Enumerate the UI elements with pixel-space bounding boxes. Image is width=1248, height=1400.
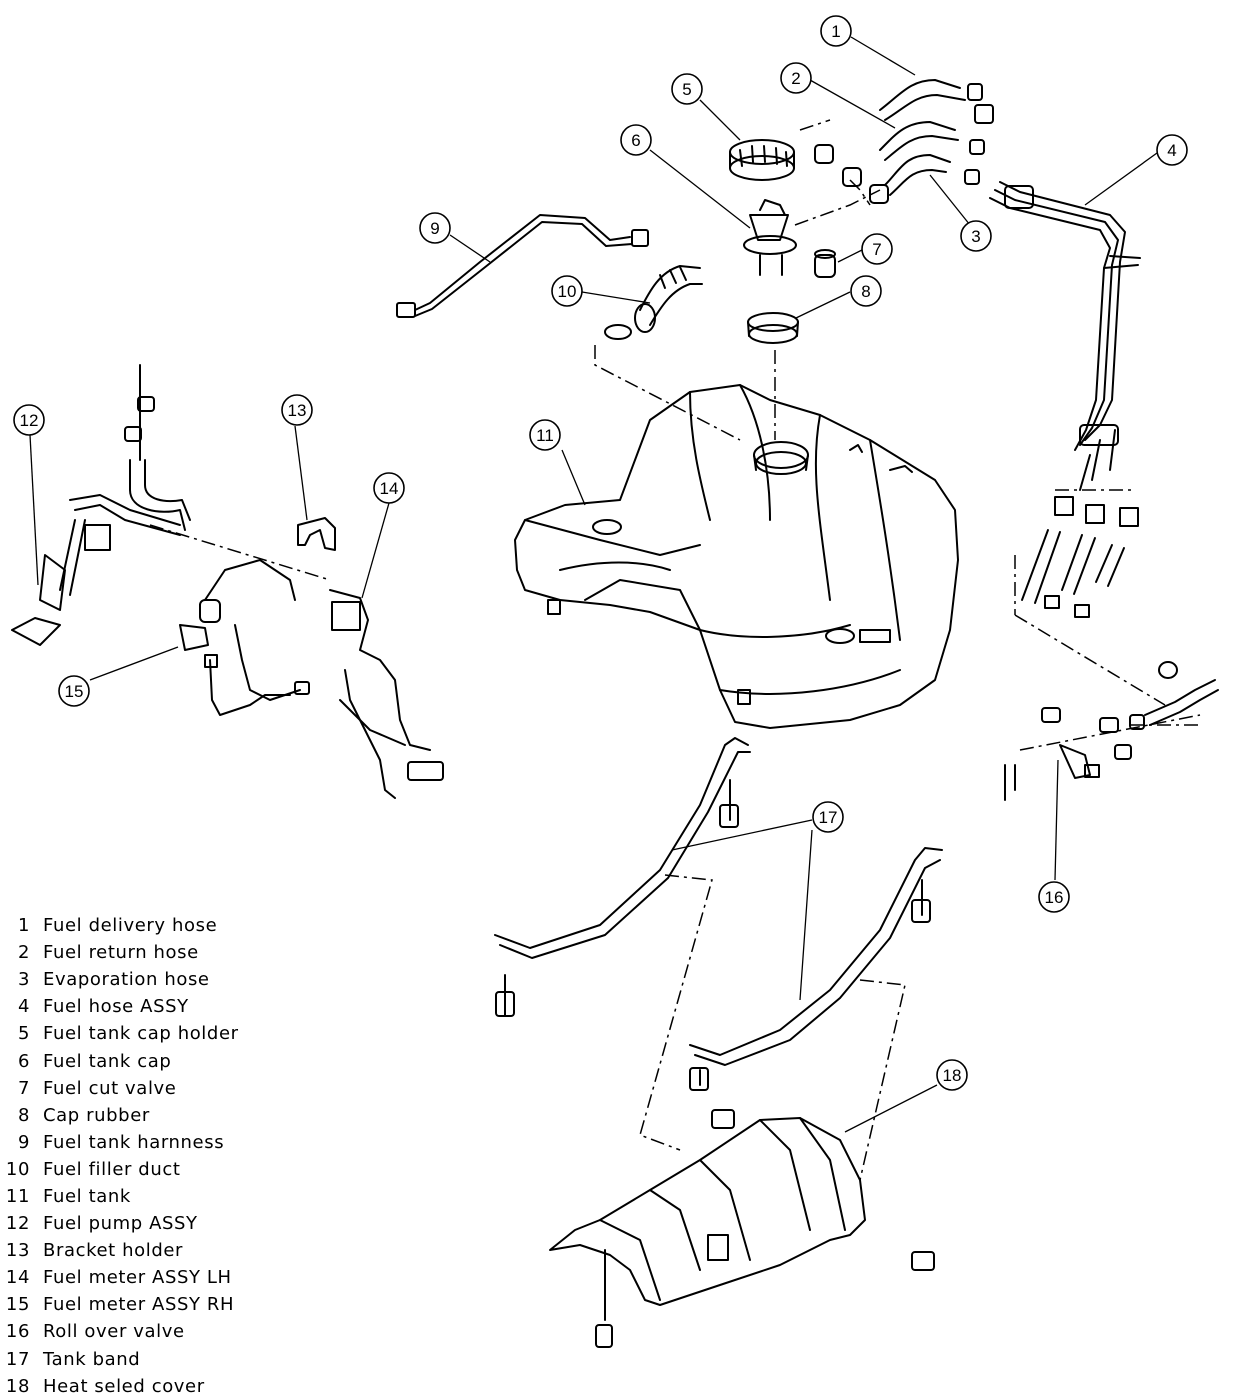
svg-text:15: 15 [65,682,84,701]
fuel-meter-assy-rh [179,559,310,716]
callout-12: 12 [13,404,45,436]
roll-over-valve [1004,661,1219,801]
fuel-tank-cap-holder [729,139,795,181]
callout-3: 3 [960,220,992,252]
hoses-1-2-3 [814,79,994,204]
callout-17: 17 [812,801,844,833]
fuel-hose-assy [989,181,1141,618]
svg-text:5: 5 [682,80,691,99]
bracket-holder [297,517,336,551]
svg-text:8: 8 [861,282,870,301]
callout-6: 6 [620,124,652,156]
assembly-center-lines [149,119,1201,1181]
leader-lines [29,36,1158,1133]
svg-text:9: 9 [430,219,439,238]
svg-text:13: 13 [288,401,307,420]
callout-14: 14 [373,472,405,504]
svg-text:1: 1 [831,22,840,41]
callout-2: 2 [780,62,812,94]
svg-text:10: 10 [558,282,577,301]
svg-text:11: 11 [536,426,554,445]
callout-4: 4 [1156,134,1188,166]
tank-band [494,737,943,1091]
callout-16: 16 [1038,881,1070,913]
svg-text:4: 4 [1167,141,1176,160]
fuel-cut-valve [814,249,836,278]
callout-13: 13 [281,394,313,426]
svg-text:7: 7 [872,240,881,259]
heat-sealed-cover [549,1109,935,1348]
svg-text:12: 12 [20,411,39,430]
callout-1: 1 [820,15,852,47]
svg-text:3: 3 [971,227,980,246]
fuel-filler-duct [604,265,703,340]
svg-text:18: 18 [943,1066,962,1085]
callout-15: 15 [58,675,90,707]
fuel-tank [514,384,959,729]
callout-11: 11 [529,419,561,451]
callout-8: 8 [850,275,882,307]
svg-text:6: 6 [631,131,640,150]
svg-text:17: 17 [819,808,838,827]
callout-9: 9 [419,212,451,244]
fuel-tank-cap [743,199,797,276]
fuel-tank-harness [396,214,649,318]
callout-5: 5 [671,73,703,105]
callout-7: 7 [861,233,893,265]
callout-10: 10 [551,275,583,307]
svg-text:14: 14 [380,479,399,498]
fuel-pump-assy [11,364,191,646]
cap-rubber [747,312,799,344]
fuel-meter-assy-lh [329,589,444,799]
svg-text:2: 2 [791,69,800,88]
callouts: 1 2 3 4 5 6 7 8 9 10 11 12 13 14 15 16 1… [13,15,1188,1091]
callout-18: 18 [936,1059,968,1091]
svg-text:16: 16 [1045,888,1064,907]
